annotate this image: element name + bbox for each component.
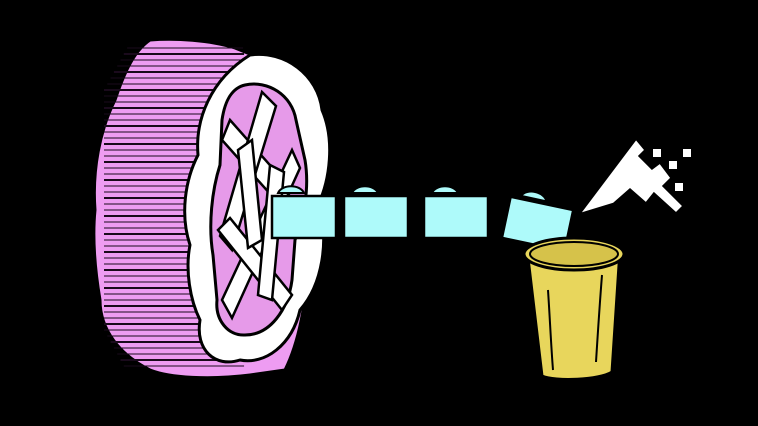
trash-cup-icon (522, 236, 626, 381)
knot-logo-icon (92, 37, 332, 380)
disc-face (183, 52, 332, 364)
data-block-icon (270, 185, 338, 240)
data-block-icon (422, 185, 490, 240)
pointer-cursor-icon (574, 135, 693, 218)
data-block-icon (342, 185, 410, 240)
